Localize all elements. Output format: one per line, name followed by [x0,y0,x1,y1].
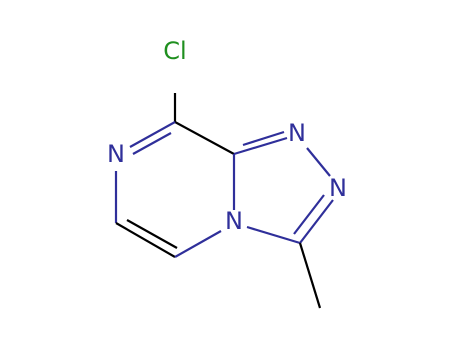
bond-c8a-n1 [233,136,288,156]
bond-c8-n7-double [132,132,172,155]
atom-label-nitrogen-bridge: N [225,207,243,235]
bond-n2-c3-double [293,194,325,235]
bond-c6-c5-double [126,219,178,249]
atom-label-nitrogen-triazole-right: N [329,174,347,202]
atom-label-nitrogen-pyrazine: N [107,140,125,168]
bond-c3-methyl [298,242,322,309]
bond-layer [114,93,334,309]
bond-c5-n4 [174,230,222,258]
bond-n1-n2 [306,147,331,177]
bond-c8a-n1-double [242,130,285,147]
bond-n2-c3 [299,199,334,244]
atom-layer: Cl N N N N [107,37,347,235]
bond-c8-c8a [174,121,235,155]
bond-c3-n4 [246,225,301,245]
bond-c8-n7 [129,121,176,148]
atom-label-chlorine: Cl [163,37,186,65]
atom-label-nitrogen-triazole-top: N [288,119,306,147]
bond-c6-c5 [115,222,176,258]
